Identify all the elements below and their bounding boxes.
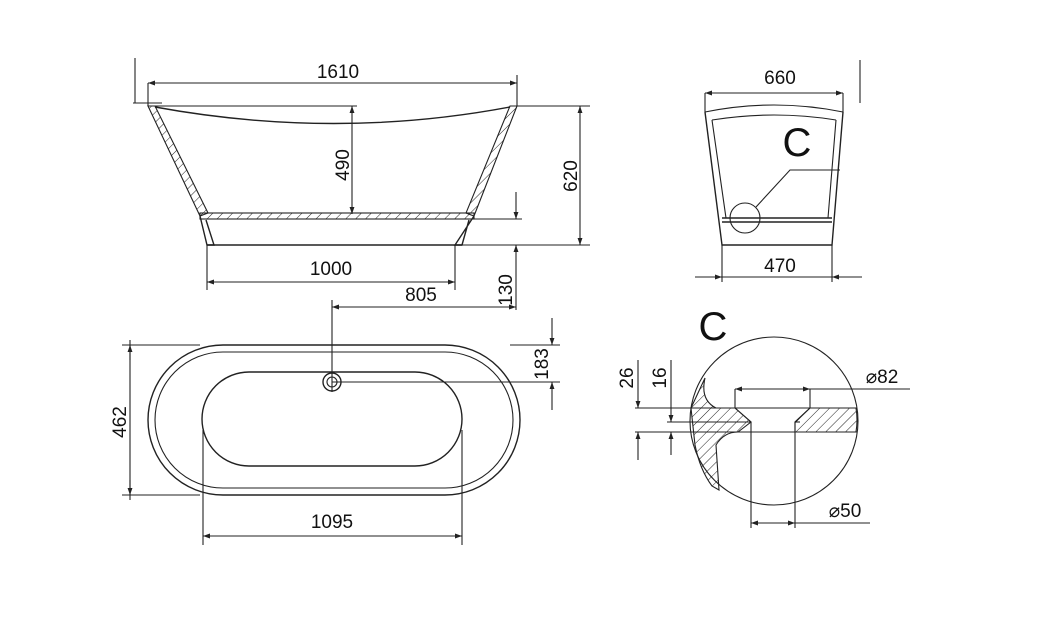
dimension-1095: 1095 — [311, 512, 353, 533]
dimension-183: 183 — [532, 348, 553, 380]
dimension-805: 805 — [405, 285, 437, 306]
dimension-26: 26 — [617, 367, 638, 388]
detail-c: C 26 16 ⌀82 ⌀50 — [617, 305, 910, 528]
side-view: 1610 490 620 130 1000 805 — [133, 58, 590, 310]
detail-callout-label: C — [783, 121, 812, 165]
top-view: 183 462 1095 — [110, 300, 560, 545]
dimension-130: 130 — [496, 274, 517, 306]
dimension-620: 620 — [561, 160, 582, 192]
end-view: 660 470 C — [695, 60, 862, 282]
dimension-diameter-50: ⌀50 — [829, 501, 862, 522]
dimension-diameter-82: ⌀82 — [866, 367, 899, 388]
dimension-490: 490 — [333, 149, 354, 181]
detail-c-title: C — [699, 305, 728, 349]
detail-c-callout-circle — [729, 202, 761, 234]
dimension-1000: 1000 — [310, 259, 352, 280]
dimension-660: 660 — [764, 68, 796, 89]
dimension-16: 16 — [650, 367, 671, 388]
dimension-470: 470 — [764, 256, 796, 277]
dimension-1610: 1610 — [317, 62, 359, 83]
dimension-462: 462 — [110, 406, 131, 438]
